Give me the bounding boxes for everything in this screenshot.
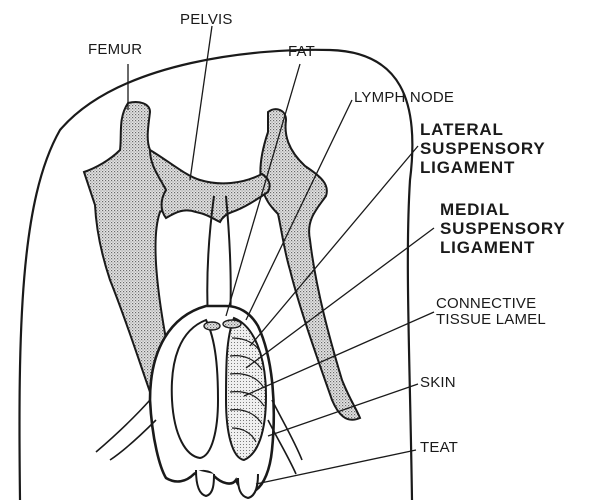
leader-medial-ligament: [246, 228, 434, 368]
label-lateral-suspensory-ligament: LATERAL SUSPENSORY LIGAMENT: [420, 120, 545, 177]
lymph-node-left: [204, 322, 220, 330]
teat-left: [196, 470, 214, 496]
leader-teat: [256, 450, 416, 484]
label-medial-suspensory-ligament: MEDIAL SUSPENSORY LIGAMENT: [440, 200, 565, 257]
label-connective-tissue-lamel: CONNECTIVE TISSUE LAMEL: [436, 296, 546, 328]
label-femur: FEMUR: [88, 42, 142, 58]
skin-fold-left: [96, 400, 156, 460]
label-fat: FAT: [288, 44, 315, 60]
leader-pelvis: [190, 26, 212, 180]
teat-right: [238, 474, 258, 498]
right-femur: [260, 109, 360, 420]
lymph-node-right: [223, 320, 241, 328]
label-lymph-node: LYMPH NODE: [354, 90, 454, 106]
label-skin: SKIN: [420, 375, 456, 391]
label-teat: TEAT: [420, 440, 458, 456]
label-pelvis: PELVIS: [180, 12, 233, 28]
pelvis-bone: [150, 150, 270, 222]
